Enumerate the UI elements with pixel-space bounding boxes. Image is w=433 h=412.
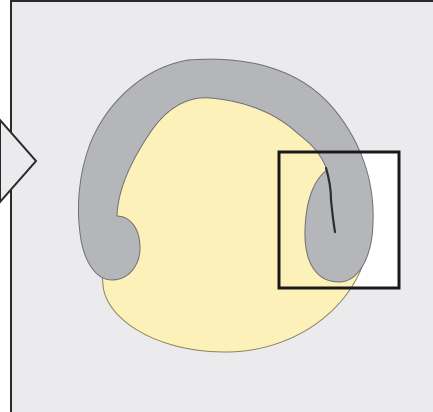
diagram-stage <box>0 0 433 412</box>
diagram-canvas <box>0 0 433 412</box>
